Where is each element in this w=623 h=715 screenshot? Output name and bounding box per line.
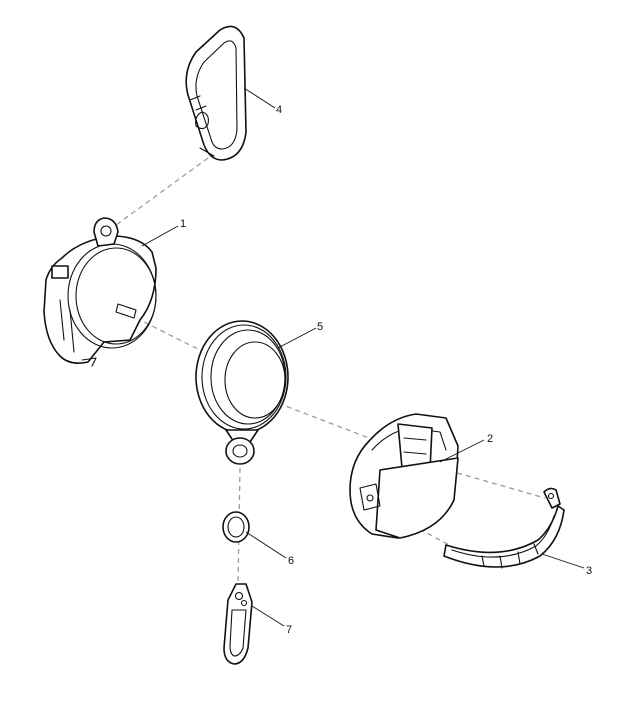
callout-7: 7: [286, 624, 292, 636]
snap-hook-part: [223, 583, 253, 665]
split-ring-part: [222, 511, 250, 543]
housing-clip-part: [43, 217, 157, 367]
callout-3: 3: [586, 565, 592, 577]
assembly-guide-lines: [79, 157, 546, 586]
callout-4: 4: [276, 104, 282, 116]
clip-strip-part: [443, 487, 565, 569]
callout-1: 1: [180, 218, 186, 230]
callout-5: 5: [317, 321, 323, 333]
shell-cover-part: [349, 413, 459, 539]
reel-part: [195, 320, 289, 465]
callout-labels: 4 1 5 2 3 6 7: [180, 104, 592, 636]
carabiner-part: [185, 25, 247, 161]
leader-lines: [141, 87, 585, 627]
callout-6: 6: [288, 555, 294, 567]
callout-2: 2: [487, 433, 493, 445]
